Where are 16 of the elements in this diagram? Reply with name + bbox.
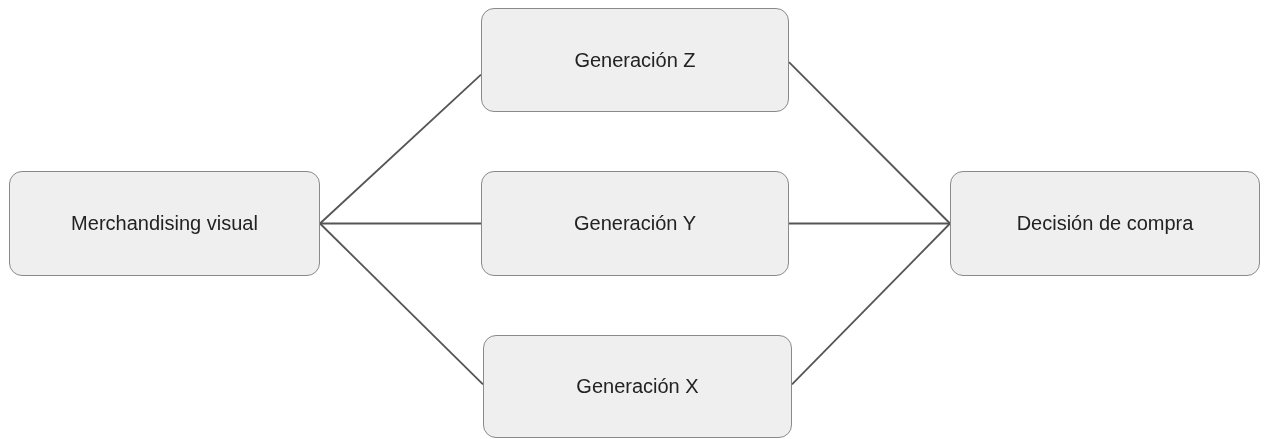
node-label: Generación Y xyxy=(574,212,696,235)
process-box xyxy=(9,171,320,276)
node-label: Merchandising visual xyxy=(71,212,258,235)
connector-line xyxy=(319,222,484,386)
process-box xyxy=(481,171,789,276)
connector-line xyxy=(788,61,951,225)
connector-line xyxy=(788,222,951,225)
node-label: Decisión de compra xyxy=(1016,212,1194,235)
connector-line xyxy=(319,222,482,225)
node-label: Generación Z xyxy=(574,48,696,72)
process-box xyxy=(950,171,1260,276)
connector-line xyxy=(319,73,482,225)
connector-line xyxy=(791,222,951,386)
node-label: Generación X xyxy=(576,375,699,398)
process-box xyxy=(481,8,789,112)
process-box xyxy=(483,335,792,438)
